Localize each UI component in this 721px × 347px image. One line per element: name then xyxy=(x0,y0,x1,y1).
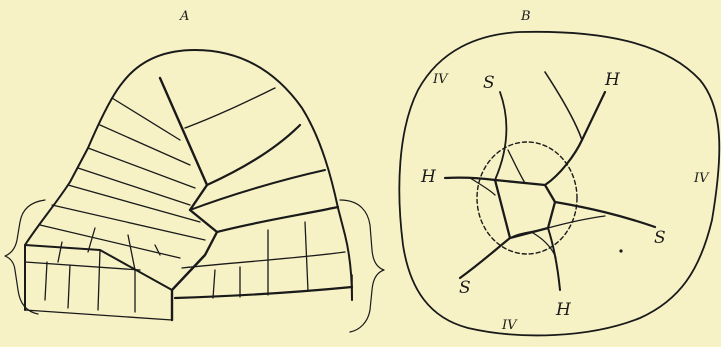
branch-s-right-fork xyxy=(548,216,605,228)
cell-wall-upper-inner xyxy=(185,88,275,128)
panel-b-label: B xyxy=(520,9,531,24)
right-layer-line-2 xyxy=(175,287,352,298)
cell-wall-upper-right xyxy=(207,125,300,185)
ink-dot xyxy=(619,249,622,252)
label-iv-right: IV xyxy=(693,171,710,186)
label-s-bottom-left: S xyxy=(459,278,471,298)
panel-a-label: A xyxy=(179,9,189,24)
left-vertical-6 xyxy=(128,235,135,270)
right-vertical-1 xyxy=(213,270,215,298)
left-vertical-2 xyxy=(58,242,62,262)
branch-h-top-right-fork xyxy=(545,72,582,140)
layer-line-3 xyxy=(88,148,195,188)
branch-s-top-inner xyxy=(508,150,525,183)
layer-line-5 xyxy=(68,185,200,222)
label-s-right: S xyxy=(654,228,666,248)
label-s-top: S xyxy=(483,73,495,93)
label-iv-top-left: IV xyxy=(432,72,449,87)
central-cell-wall xyxy=(160,78,217,320)
left-bottom-line xyxy=(25,310,172,320)
right-brace xyxy=(340,200,384,332)
dashed-ring xyxy=(477,142,577,254)
cell-wall-mid-right xyxy=(190,170,325,210)
layer-line-1 xyxy=(112,98,180,140)
left-vertical-8 xyxy=(155,245,160,255)
cell-wall-lower-right xyxy=(217,207,338,232)
label-h-left: H xyxy=(420,167,437,187)
central-cell xyxy=(495,180,555,238)
left-vertical-1 xyxy=(45,262,47,300)
branch-h-top-right xyxy=(545,92,605,185)
left-vertical-5 xyxy=(98,250,100,310)
branch-s-bottom-left xyxy=(460,238,510,278)
label-h-top-right: H xyxy=(604,70,621,90)
branch-s-right xyxy=(555,202,655,227)
label-iv-bottom: IV xyxy=(501,318,518,333)
layer-line-4 xyxy=(78,168,190,205)
left-vertical-3 xyxy=(68,265,70,308)
layer-line-2 xyxy=(100,125,190,165)
left-vertical-4 xyxy=(88,228,95,252)
panel-a-drawing xyxy=(5,50,384,332)
label-h-bottom: H xyxy=(555,300,572,320)
branch-s-top xyxy=(495,92,506,180)
branch-h-bottom xyxy=(548,228,560,290)
